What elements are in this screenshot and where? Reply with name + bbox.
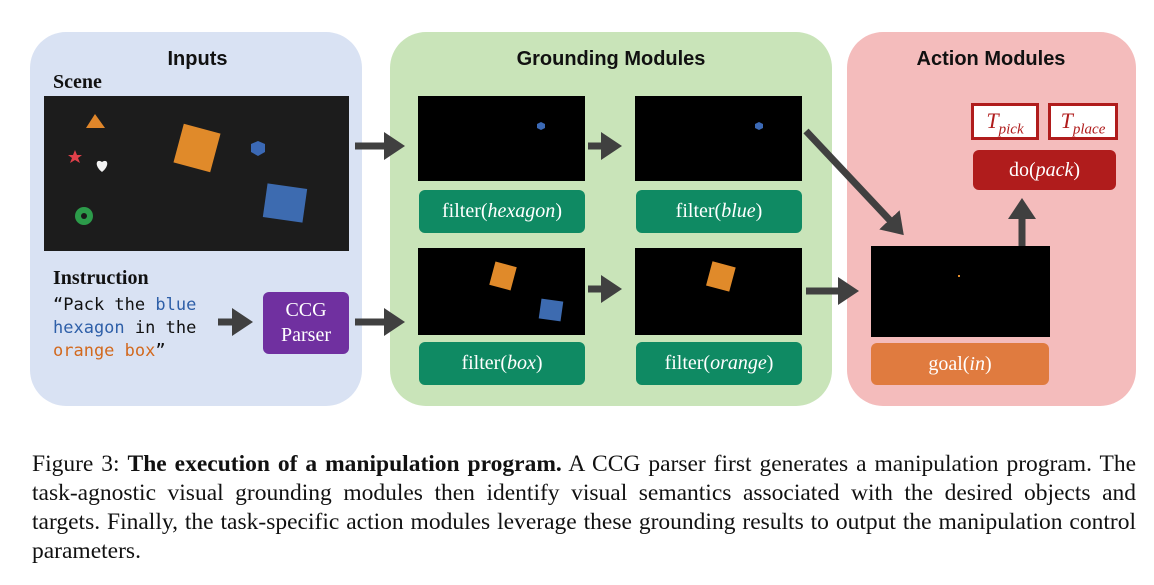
module-close: ) (1073, 159, 1081, 181)
goal-output (871, 246, 1050, 337)
module-close: ) (766, 352, 774, 374)
module-fn: filter( (675, 200, 722, 222)
orange-triangle-shape (86, 114, 105, 128)
inputs-title: Inputs (167, 48, 228, 70)
module-close: ) (555, 200, 562, 222)
t-pick-box: Tpick (971, 103, 1039, 140)
instruction-shape-word: hexagon (53, 318, 125, 338)
t-subscript: pick (998, 121, 1024, 138)
module-fn: filter( (664, 352, 711, 374)
module-fn: goal( (928, 353, 970, 375)
module-arg: box (506, 352, 536, 374)
t-place-box: Tplace (1048, 103, 1118, 140)
scene-label: Scene (53, 71, 102, 93)
goal-in-module: goal(in) (871, 343, 1049, 385)
ccg-parser-box: CCG Parser (263, 292, 349, 354)
module-arg: in (969, 353, 985, 375)
parser-line2: Parser (281, 324, 331, 346)
action-title: Action Modules (916, 48, 1066, 70)
module-arg: orange (710, 352, 767, 374)
t-symbol: T (1060, 108, 1073, 133)
orange-box-shape (173, 123, 221, 173)
filter-box-output (418, 248, 585, 335)
scene-objects (68, 114, 308, 225)
filter-box-module: filter(box) (419, 342, 585, 385)
caption-prefix: Figure 3: (32, 451, 128, 477)
module-close: ) (755, 200, 763, 222)
instruction-color-word: blue (155, 295, 197, 315)
caption-body: A CCG parser first generates a manipulat… (32, 451, 1137, 564)
instruction-text-part: in the (124, 318, 197, 338)
blue-box-shape (262, 183, 308, 223)
scene-image (44, 96, 349, 251)
module-fn: filter( (442, 200, 488, 222)
filter-orange-module: filter(orange) (636, 342, 802, 385)
instruction-label: Instruction (53, 267, 149, 289)
filter-blue-module: filter(blue) (636, 190, 802, 233)
filter-orange-output (635, 248, 802, 335)
module-close: ) (984, 353, 992, 375)
blue-hexagon-shape (251, 141, 265, 156)
parser-line1: CCG (285, 299, 327, 321)
filter-blue-output (635, 96, 802, 181)
caption-title: The execution of a manipulation program. (127, 451, 562, 477)
do-pack-module: do(pack) (973, 150, 1116, 190)
instruction-target-word: orange box (53, 341, 156, 361)
filter-hexagon-output (418, 96, 585, 181)
module-arg: pack (1035, 159, 1074, 181)
module-fn: filter( (461, 352, 507, 374)
instruction-text-part: “Pack the (53, 295, 156, 315)
module-arg: blue (721, 200, 756, 222)
red-star-shape (68, 150, 82, 163)
t-symbol: T (986, 108, 999, 133)
t-subscript: place (1072, 121, 1106, 138)
module-close: ) (535, 352, 543, 374)
module-arg: hexagon (487, 200, 556, 222)
figure-caption: Figure 3: The execution of a manipulatio… (32, 450, 1136, 566)
white-heart-shape (96, 160, 108, 172)
filter-hexagon-module: filter(hexagon) (419, 190, 585, 233)
instruction-close-quote: ” (155, 341, 166, 361)
grounding-title: Grounding Modules (516, 48, 706, 70)
instruction-text: “Pack the blue hexagon in the orange box… (53, 294, 253, 363)
module-fn: do( (1008, 159, 1036, 181)
